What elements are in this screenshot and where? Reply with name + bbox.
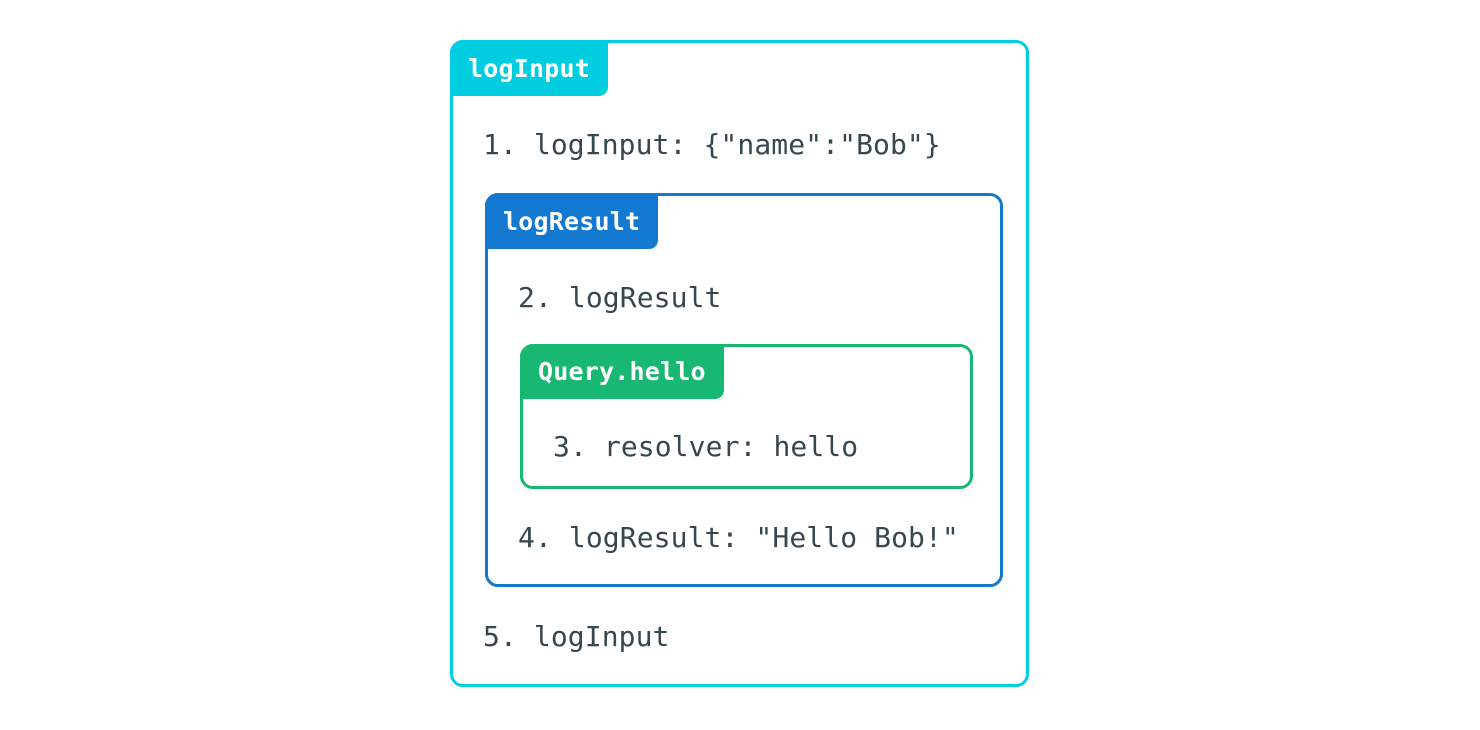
trace-tab-logresult: logResult [485,193,659,249]
trace-line-3-resolver: 3. resolver: hello [553,430,859,463]
trace-tab-loginput: logInput [450,40,609,96]
trace-box-logresult: logResult 2. logResult Query.hello 3. re… [485,193,1003,587]
trace-line-2-logresult: 2. logResult [518,281,722,314]
trace-tab-queryhello: Query.hello [520,344,724,399]
trace-line-4-logresult: 4. logResult: "Hello Bob!" [518,521,959,554]
trace-box-queryhello: Query.hello 3. resolver: hello [520,344,973,489]
trace-line-5-loginput: 5. logInput [483,620,670,653]
trace-box-loginput: logInput 1. logInput: {"name":"Bob"} log… [450,40,1029,687]
trace-line-1-loginput: 1. logInput: {"name":"Bob"} [483,128,941,161]
